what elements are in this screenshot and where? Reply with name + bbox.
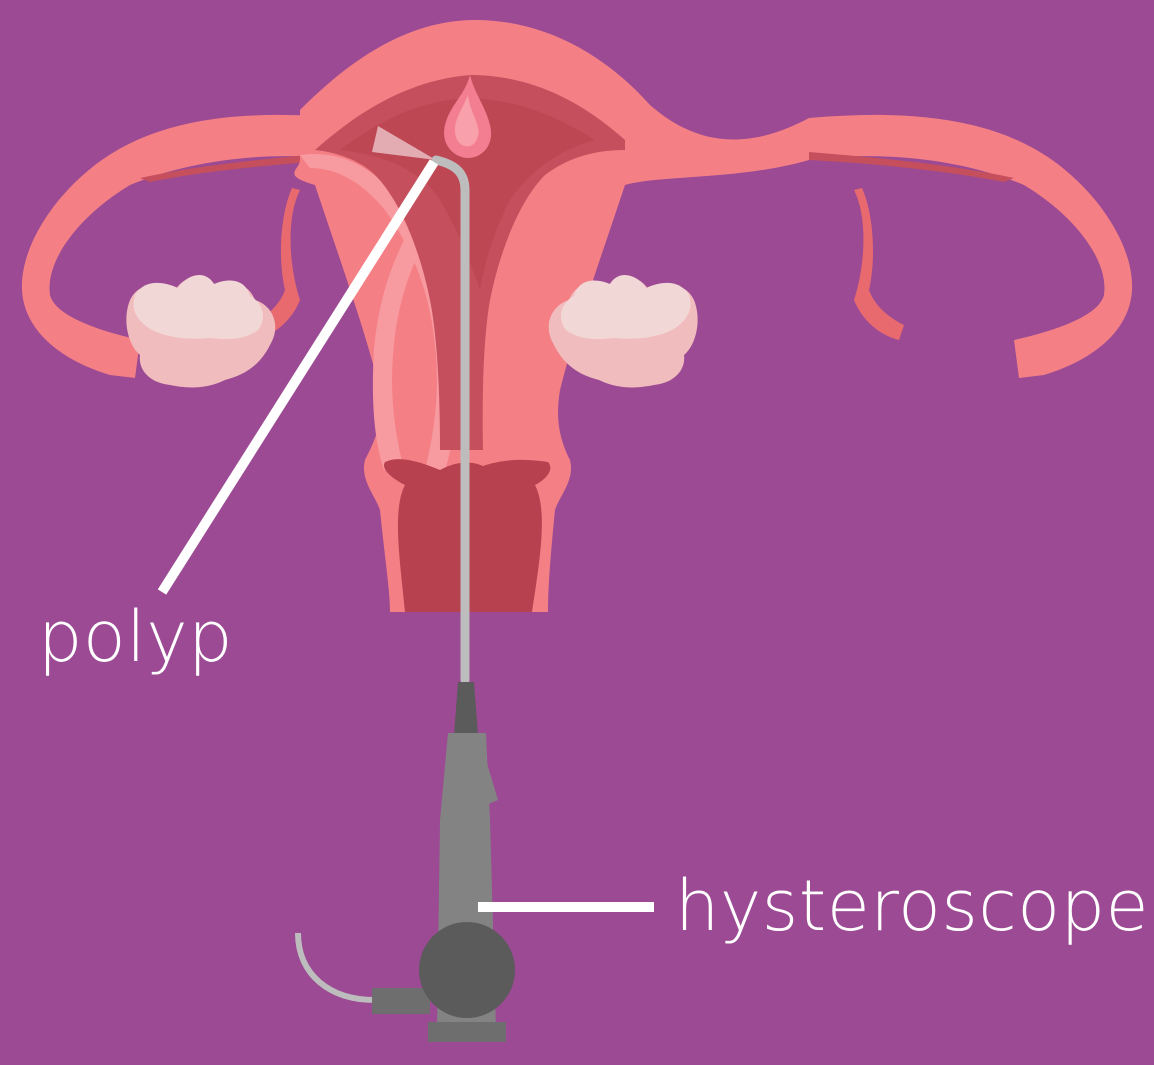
hysteroscope-base bbox=[428, 1022, 506, 1042]
hysteroscope-eyepiece bbox=[419, 922, 515, 1018]
hysteroscope-tip-housing bbox=[454, 682, 478, 735]
polyp-label: polyp bbox=[38, 602, 233, 672]
hysteroscope-cable-connector bbox=[372, 988, 430, 1014]
hysteroscope-label: hysteroscope bbox=[675, 871, 1149, 941]
